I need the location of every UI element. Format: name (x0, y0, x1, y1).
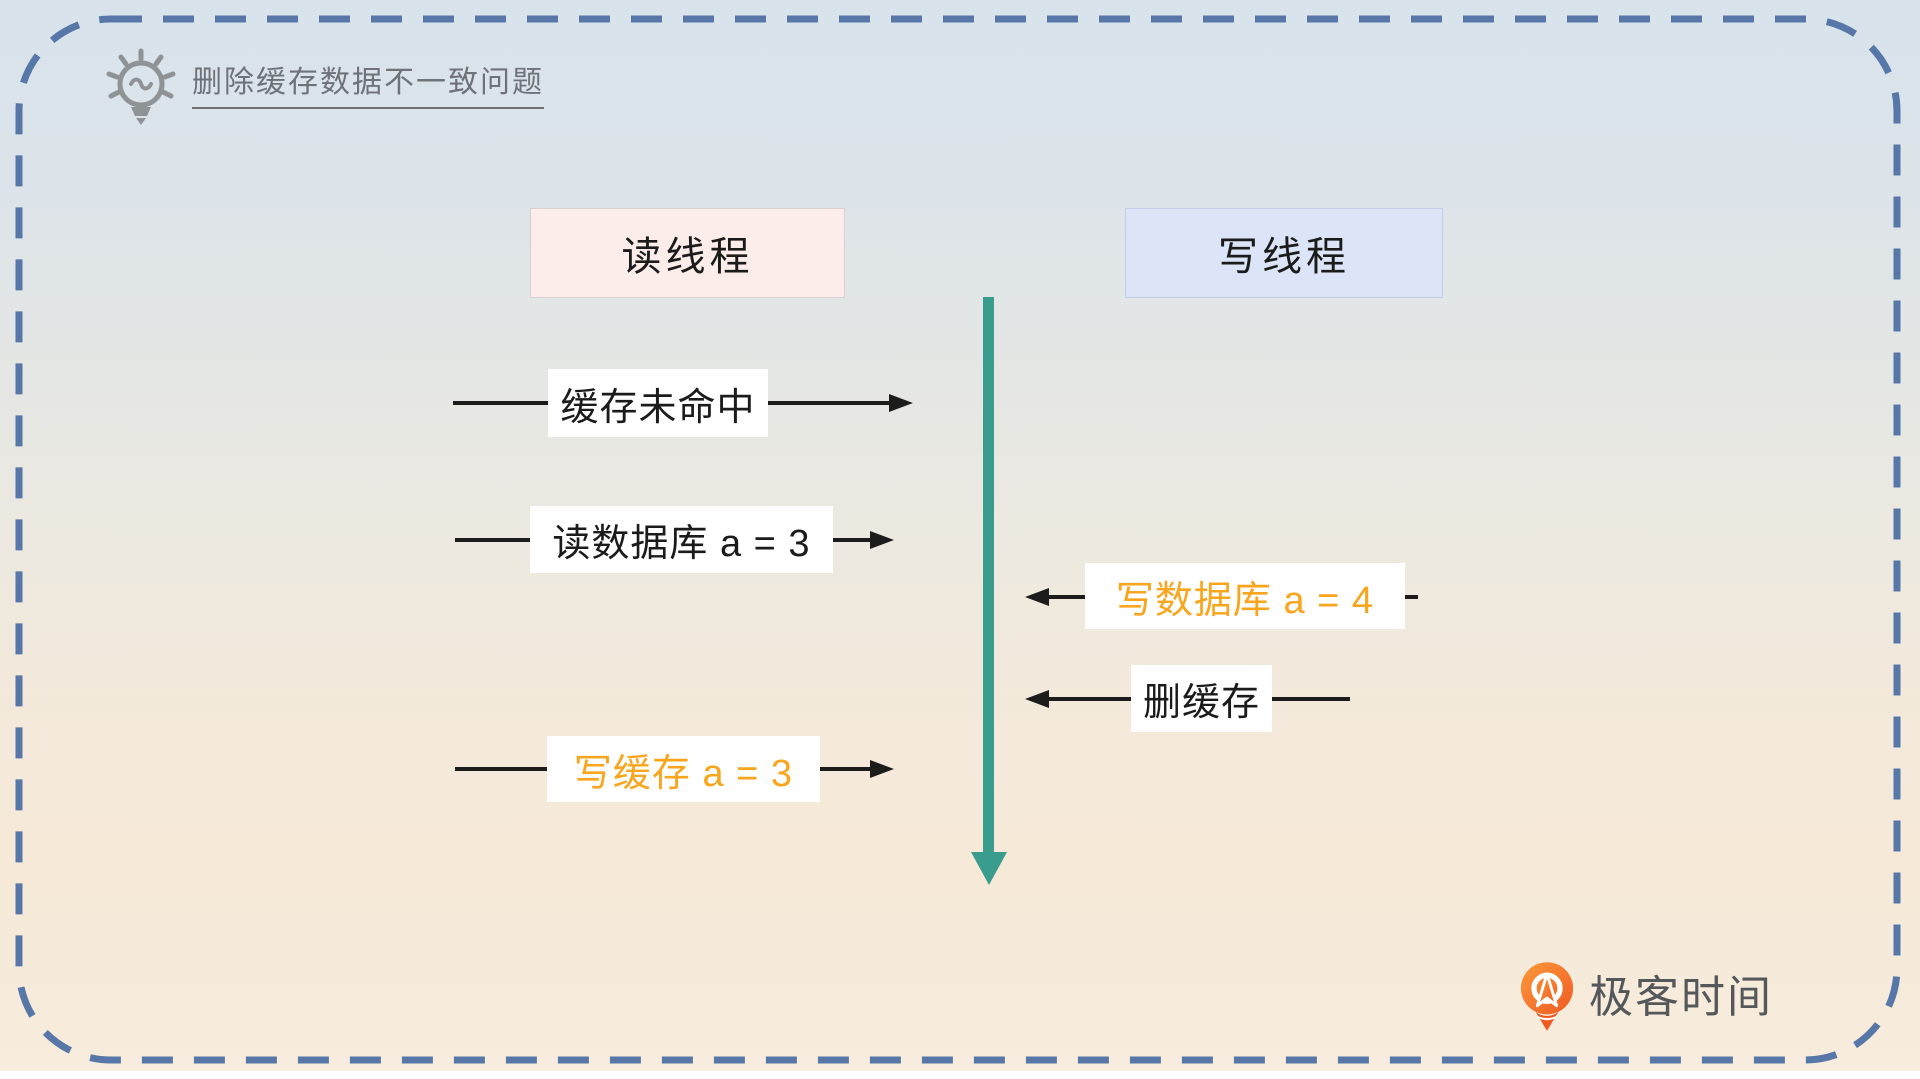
arrow-label-write-cache: 写缓存 a = 3 (547, 736, 820, 802)
arrow-label-read-db: 读数据库 a = 3 (530, 506, 833, 573)
arrow-left-icon (1025, 690, 1049, 708)
timeline-arrowhead-icon (971, 852, 1007, 885)
brand-logo: 极客时间 (1518, 961, 1773, 1033)
arrow-left-icon (1025, 588, 1049, 606)
title-area: 删除缓存数据不一致问题 (96, 44, 544, 130)
arrow-right-icon (870, 531, 894, 549)
write-thread-header: 写线程 (1125, 208, 1443, 298)
arrow-right-icon (870, 760, 894, 778)
timeline-arrow-line (983, 297, 994, 854)
page-title: 删除缓存数据不一致问题 (192, 65, 544, 109)
arrow-label-cache-miss: 缓存未命中 (548, 369, 768, 437)
arrow-label-del-cache: 删缓存 (1131, 665, 1272, 732)
arrow-right-icon (889, 394, 913, 412)
brand-logo-text: 极客时间 (1589, 973, 1773, 1022)
arrow-label-write-db: 写数据库 a = 4 (1085, 563, 1405, 629)
read-thread-header: 读线程 (530, 208, 845, 298)
lightbulb-icon (106, 48, 176, 125)
geektime-logo-icon (1520, 962, 1574, 1031)
